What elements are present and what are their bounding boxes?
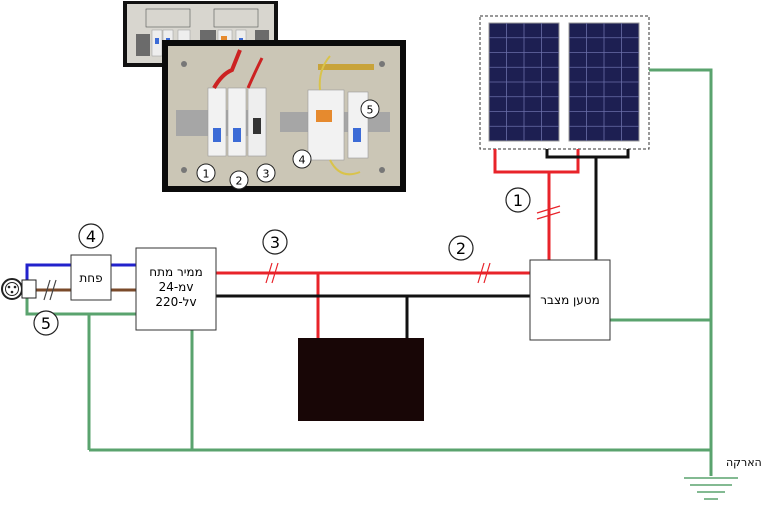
charger-label: מטען מצבר: [540, 293, 600, 307]
outlet: [1, 278, 37, 300]
photo-callout-3-label: 3: [263, 168, 270, 181]
solar-panel-left: [488, 22, 560, 142]
positive-wire-panels: [493, 149, 580, 174]
ground-label: הארקה: [726, 456, 762, 469]
inverter-box: ממיר מתח מ-24v ל-220v: [135, 247, 217, 331]
inverter-label-line1: ממיר מתח: [149, 265, 202, 279]
callout-5: 5: [33, 310, 59, 336]
cut-mark-5: [43, 279, 57, 301]
ground-wire-outlet: [25, 298, 136, 316]
positive-wires: [216, 149, 580, 338]
inverter-label-line2: מ-24v: [159, 280, 194, 294]
ground-symbol: הארקה: [684, 456, 762, 500]
callout-4-label: 4: [86, 227, 96, 246]
photo-callout-5-label: 5: [367, 104, 374, 117]
photo-callout-1: 1: [196, 163, 216, 183]
phase-wire-outlet: [25, 263, 71, 280]
charger-box: מטען מצבר: [529, 259, 611, 341]
fuse-label: פחת: [79, 271, 102, 285]
photo-callout-5: 5: [360, 99, 380, 119]
inverter-label-line3: ל-220v: [155, 295, 196, 309]
photo-callout-4: 4: [292, 149, 312, 169]
callout-1: 1: [505, 187, 531, 213]
photo-callout-1-label: 1: [203, 168, 210, 181]
photo-callout-2-label: 2: [236, 175, 243, 188]
fuse-box: פחת: [70, 254, 112, 301]
callout-5-label: 5: [41, 314, 51, 333]
solar-panel-right: [568, 22, 640, 142]
battery: [298, 338, 424, 421]
cut-mark-3: [265, 262, 279, 284]
callout-3: 3: [262, 229, 288, 255]
photo-callout-3: 3: [256, 163, 276, 183]
callout-2: 2: [448, 235, 474, 261]
callout-1-label: 1: [513, 191, 523, 210]
callout-3-label: 3: [270, 233, 280, 252]
photo-callout-2: 2: [229, 170, 249, 190]
photo-callout-4-label: 4: [299, 154, 306, 167]
solar-panels: [479, 15, 650, 150]
cut-mark-2: [477, 262, 491, 284]
cut-mark-1: [536, 205, 561, 220]
solar-panel-frame: [479, 15, 650, 150]
negative-wire-panels: [545, 149, 630, 159]
ground-wire-panels: [649, 68, 713, 476]
negative-wires: [216, 149, 630, 338]
callout-2-label: 2: [456, 239, 466, 258]
ground-wires: [25, 68, 713, 476]
callout-4: 4: [78, 223, 104, 249]
